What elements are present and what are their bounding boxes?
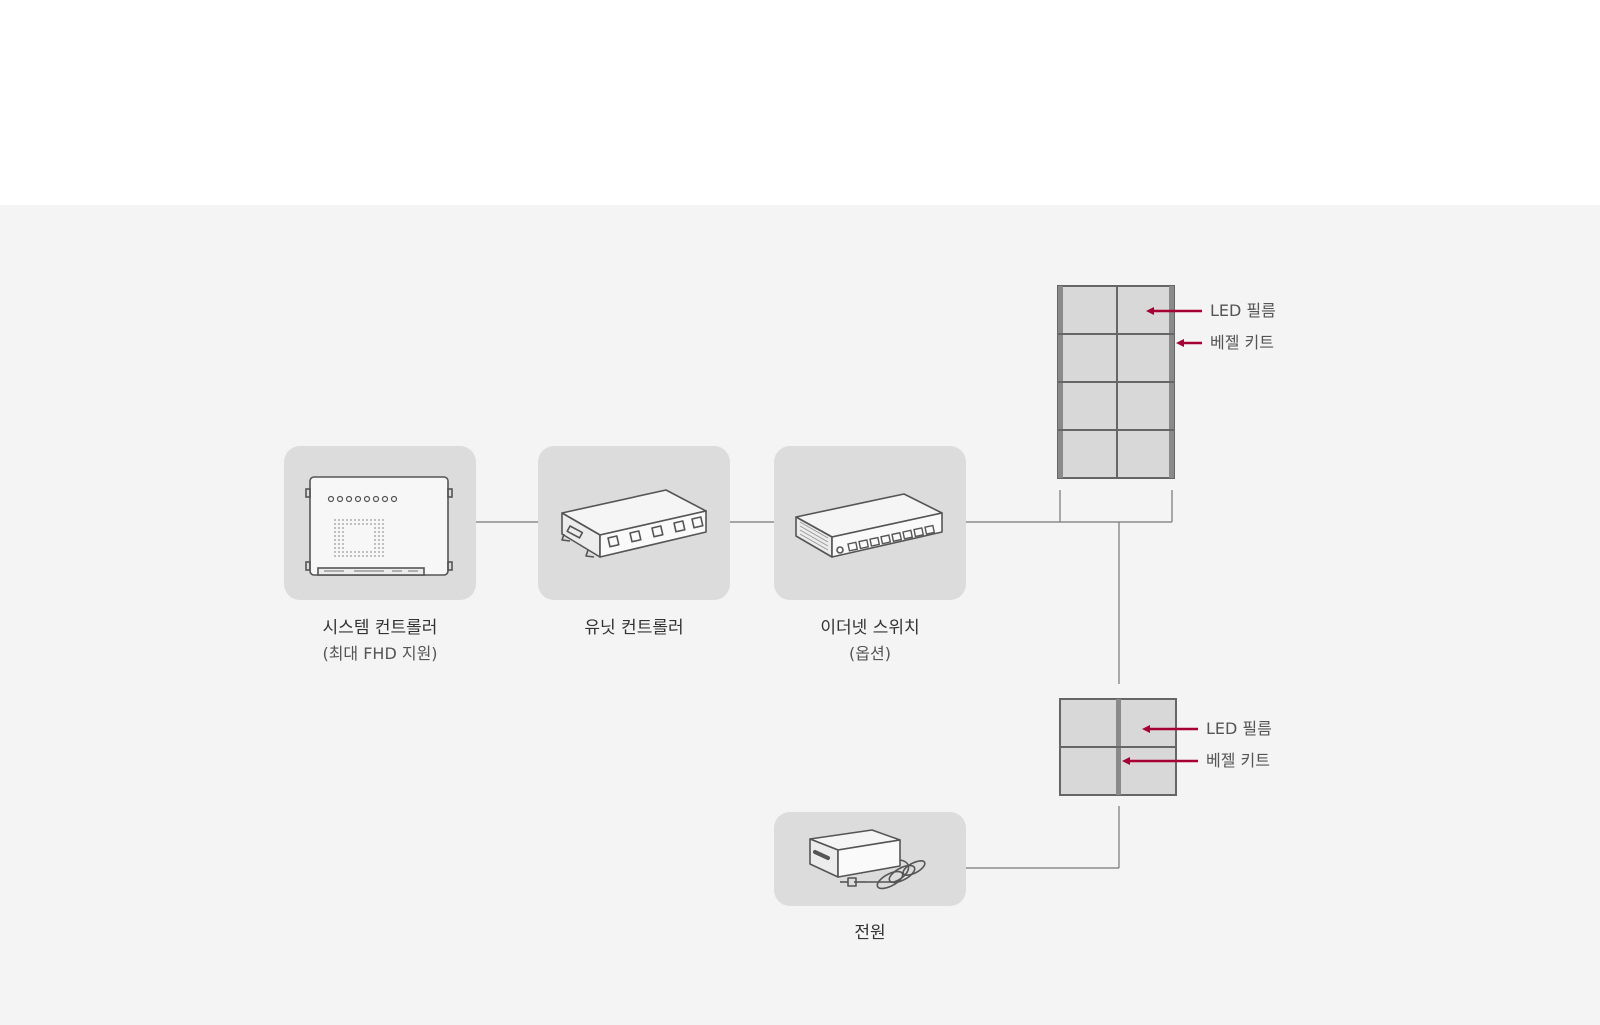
system-controller-box [284,446,476,600]
system-controller-caption: 시스템 컨트롤러 (최대 FHD 지원) [270,616,490,666]
top-led-film-label: LED 필름 [1210,301,1276,320]
system-controller-icon [305,476,453,576]
top-panel-callout-arrows [1146,307,1202,347]
system-controller-subtitle: (최대 FHD 지원) [322,644,438,663]
ethernet-switch-icon [795,493,943,558]
bottom-panel-callout-arrows [1122,725,1198,765]
unit-controller-box [538,446,730,600]
unit-controller-caption: 유닛 컨트롤러 [524,616,744,641]
top-bezel-kit-label: 베젤 키트 [1210,333,1274,352]
ethernet-switch-box [774,446,966,600]
ethernet-switch-caption: 이더넷 스위치 (옵션) [760,616,980,666]
unit-controller-icon [561,489,707,558]
top-led-panel [1057,285,1175,479]
bottom-led-film-label: LED 필름 [1206,719,1272,738]
power-caption: 전원 [760,921,980,946]
power-title: 전원 [854,923,886,943]
bottom-led-panel [1059,698,1177,796]
power-box [774,812,966,906]
ethernet-switch-subtitle: (옵션) [849,644,891,663]
unit-controller-title: 유닛 컨트롤러 [584,618,684,638]
power-adapter-icon [809,829,926,890]
system-controller-title: 시스템 컨트롤러 [322,618,438,638]
ethernet-switch-title: 이더넷 스위치 [820,618,920,638]
bottom-bezel-kit-label: 베젤 키트 [1206,751,1270,770]
